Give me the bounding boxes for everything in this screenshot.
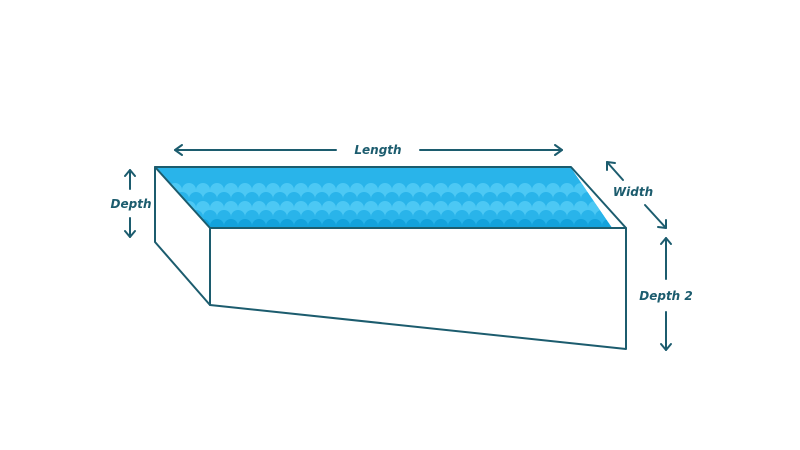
width-arrow-top (606, 161, 624, 181)
depth2-dimension: Depth 2 (639, 237, 693, 351)
length-dimension: Length (174, 143, 563, 157)
width-label: Width (613, 185, 653, 199)
pool-top-rim (154, 166, 627, 229)
length-label: Length (354, 143, 401, 157)
depth-dimension: Depth (111, 169, 152, 238)
width-dimension: Width (606, 161, 667, 229)
pool-front-wall (209, 227, 627, 350)
width-arrow-bottom (644, 204, 667, 229)
depth-label: Depth (111, 197, 152, 211)
depth2-label: Depth 2 (639, 289, 693, 303)
